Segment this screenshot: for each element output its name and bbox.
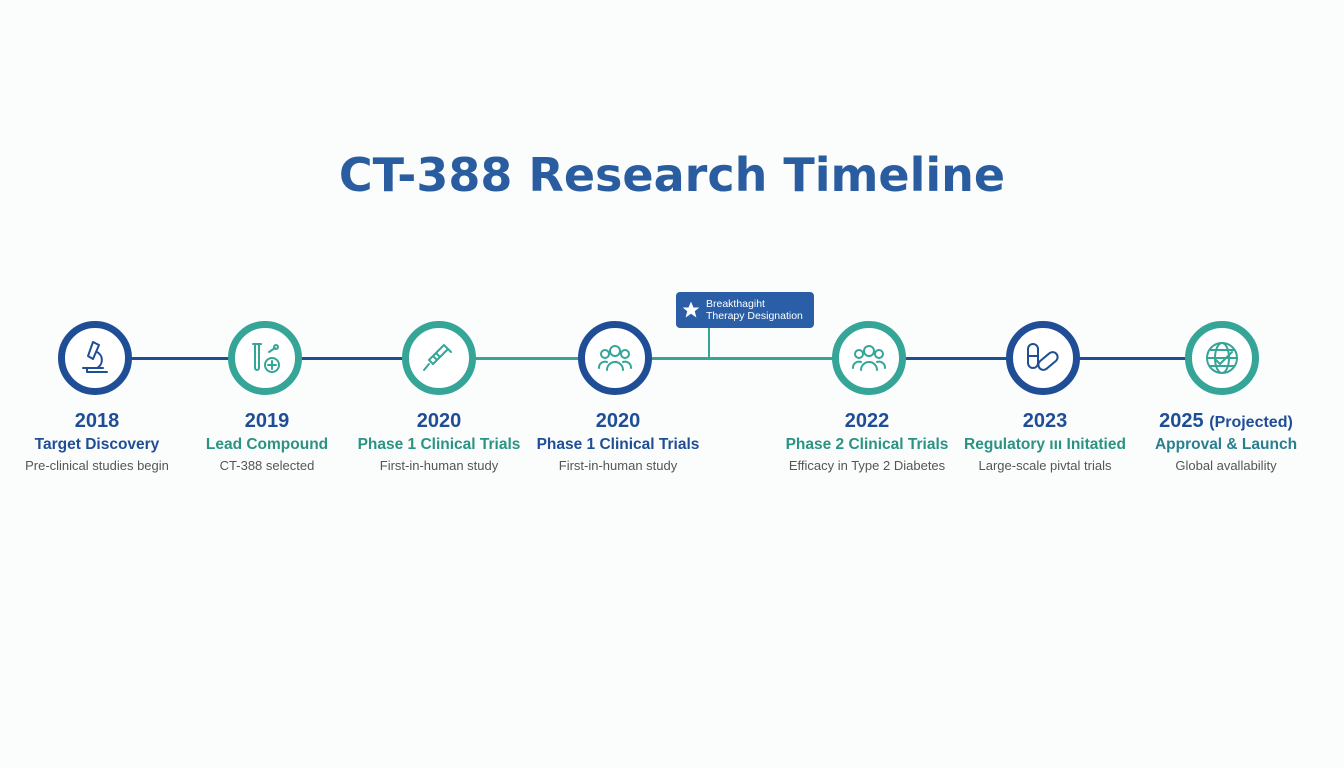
milestone-desc: Global avallability: [1175, 458, 1277, 473]
milestone-label: 2018 Target Discovery Pre-clinical studi…: [2, 410, 192, 473]
globe-check-icon: [1206, 342, 1238, 374]
star-icon: [682, 301, 700, 318]
page-title: CT-388 Research Timeline: [338, 148, 1006, 202]
milestone-year: 2023: [1022, 410, 1068, 432]
milestone-label: 2025 (Projected) Approval & Launch Globa…: [1131, 410, 1321, 473]
milestone-year: 2022: [844, 410, 890, 432]
syringe-icon: [423, 344, 452, 371]
milestone-year: 2020: [416, 410, 462, 432]
flask-icon: [252, 343, 280, 373]
milestone-label: 2020 Phase 1 Clinical Trials First-in-hu…: [523, 410, 713, 473]
badge-line1: Breakthagiht: [706, 298, 765, 310]
milestone-desc: Large-scale pivtal trials: [978, 458, 1112, 473]
milestone-label: 2020 Phase 1 Clinical Trials First-in-hu…: [344, 410, 534, 473]
badge-connector: [708, 328, 710, 358]
milestone-year: 2018: [74, 410, 120, 432]
milestone-title: Target Discovery: [34, 436, 160, 453]
milestone-node-2022: [832, 321, 906, 395]
milestone-desc: First-in-human study: [379, 458, 499, 473]
milestone-year: 2020: [595, 410, 641, 432]
milestone-title: Regulatory ııı Initatied: [964, 436, 1126, 453]
microscope-icon: [82, 341, 108, 373]
milestone-node-2019: [228, 321, 302, 395]
milestone-node-2020b: [578, 321, 652, 395]
badge-line2: Therapy Designation: [706, 310, 803, 322]
milestone-node-2018: [58, 321, 132, 395]
milestone-title: Phase 2 Clinical Trials: [785, 436, 949, 453]
milestone-node-2023: [1006, 321, 1080, 395]
year-value: 2025: [1159, 410, 1204, 432]
timeline-segment: [439, 357, 869, 360]
milestone-title: Phase 1 Clinical Trials: [357, 436, 521, 453]
milestone-title: Approval & Launch: [1154, 436, 1298, 453]
milestone-desc: First-in-human study: [558, 458, 678, 473]
milestone-node-2025: [1185, 321, 1259, 395]
people-icon: [598, 345, 632, 371]
milestone-label: 2022 Phase 2 Clinical Trials Efficacy in…: [772, 410, 962, 473]
milestone-desc: CT-388 selected: [219, 458, 315, 473]
people-icon: [852, 345, 886, 371]
milestone-year: 2025 (Projected): [1131, 410, 1321, 436]
milestone-label: 2023 Regulatory ııı Initatied Large-scal…: [950, 410, 1140, 473]
milestone-title: Phase 1 Clinical Trials: [536, 436, 700, 453]
year-note: (Projected): [1209, 414, 1293, 431]
milestone-year: 2019: [244, 410, 290, 432]
milestone-title: Lead Compound: [205, 436, 329, 453]
milestone-desc: Efficacy in Type 2 Diabetes: [788, 458, 946, 473]
milestone-node-2020a: [402, 321, 476, 395]
milestone-label: 2019 Lead Compound CT-388 selected: [172, 410, 362, 473]
milestone-desc: Pre-clinical studies begin: [25, 458, 169, 473]
pill-icon: [1027, 343, 1059, 371]
